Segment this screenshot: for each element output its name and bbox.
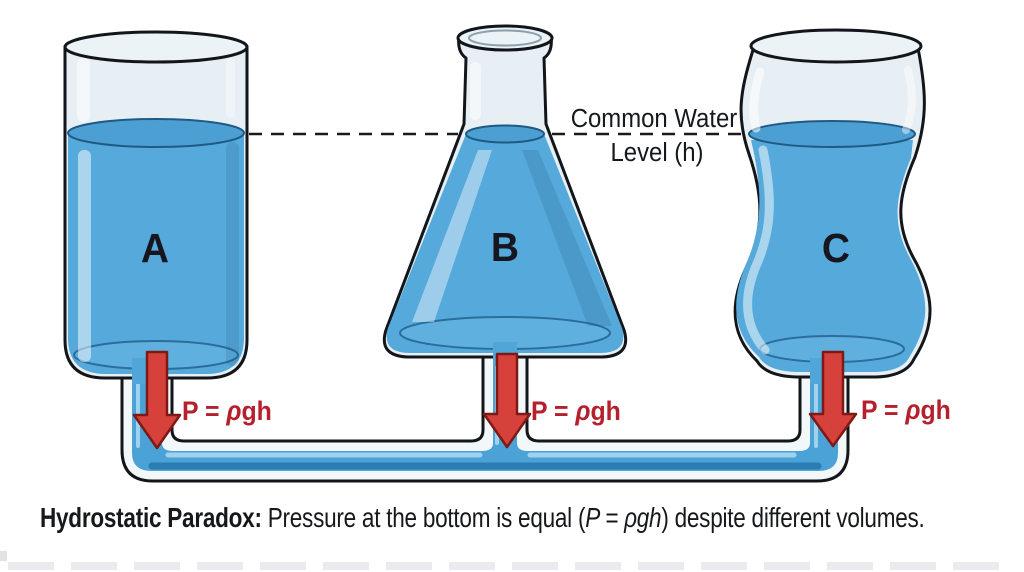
vessel-b-neck-highlight [470,62,481,120]
vessel-a-label: A [141,226,169,271]
vessel-b-water-surface [465,124,545,144]
common-water-level-line1: Common Water [571,104,738,133]
vessel-a-water-highlight [78,150,91,362]
vessel-b-water-highlight [412,150,492,322]
vessel-c-rim [749,28,923,64]
pressure-arrows [132,350,858,450]
caption: Hydrostatic Paradox: Pressure at the bot… [40,503,925,534]
vessel-c-glass-highlight-left [749,67,765,133]
vessel-a-water-surface [67,118,245,148]
vessel-b: B [382,24,628,359]
vessel-a-glass-highlight-right [226,58,235,118]
pressure-formula-a: P = ρgh [182,397,272,426]
vessel-c-water [736,140,926,372]
vessel-a-water [68,133,244,374]
vessel-b-water [386,134,624,353]
vessel-a: A [63,30,249,380]
vessel-a-glass-highlight-left [77,58,90,122]
vessel-a-water-shade [226,142,239,366]
vessel-a-rim [63,30,249,64]
bottom-artifact-strip [0,551,1008,570]
pressure-arrow-c [808,350,858,448]
pressure-formula-b: P = ρgh [531,397,621,426]
vessel-b-rim-inner [468,29,542,47]
vessel-c-glass-highlight-right [902,66,916,134]
pressure-arrow-a [132,350,182,450]
vessel-c-water-highlight [743,145,774,355]
pressure-formula-labels: P = ρgh P = ρgh P = ρgh [182,396,951,426]
vessel-c-water-surface [748,120,916,148]
pressure-formula-c: P = ρgh [861,396,951,425]
vessel-b-label: B [491,225,519,270]
common-water-level-line2: Level (h) [610,138,703,167]
vessel-c: C [733,28,932,379]
vessel-c-label: C [822,226,850,271]
common-water-level-label: Common Water Level (h) [571,104,738,167]
tube-water [132,350,838,471]
pressure-arrow-b [482,352,532,449]
vessel-b-water-shade [522,150,612,326]
